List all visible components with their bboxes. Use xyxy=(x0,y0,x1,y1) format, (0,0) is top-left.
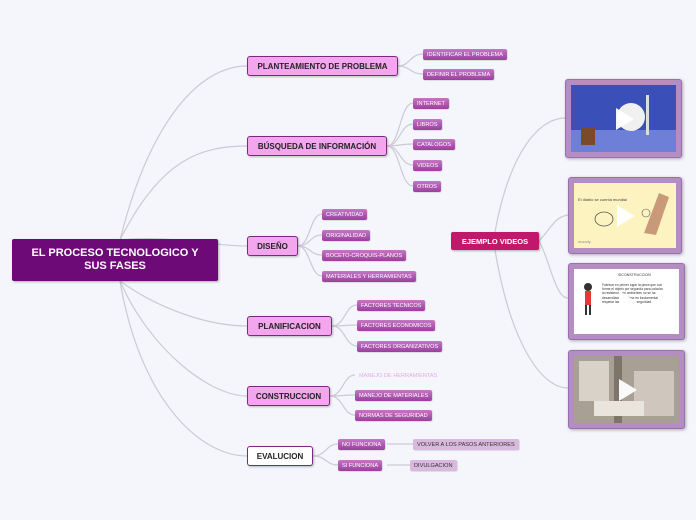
thumb2-brand: moovly xyxy=(578,239,591,244)
video-thumb-2[interactable]: El diablo se cuenta mundial moovly xyxy=(568,177,682,254)
sub-label: ORIGINALIDAD xyxy=(326,232,367,239)
branch-label: CONSTRUCCION xyxy=(255,391,322,401)
link-sub xyxy=(386,145,414,166)
branch-planificacion[interactable]: PLANIFICACION xyxy=(247,316,332,336)
sub-label: OTROS xyxy=(417,183,437,190)
sub-manejo-herramientas[interactable]: MANEJO DE HERRAMIENTAS xyxy=(355,370,441,381)
link-sub xyxy=(297,245,323,277)
branch-construccion[interactable]: CONSTRUCCION xyxy=(247,386,330,406)
branch-busqueda[interactable]: BÚSQUEDA DE INFORMACIÓN xyxy=(247,136,387,156)
brain-illustration xyxy=(594,193,669,235)
sub-factores-economicos[interactable]: FACTORES ECONOMICOS xyxy=(357,320,436,331)
sub-catalogos[interactable]: CATALOGOS xyxy=(413,139,455,150)
link-sub xyxy=(329,374,356,397)
link-video xyxy=(538,240,569,299)
sub-no-funciona[interactable]: NO FUNCIONA xyxy=(338,439,386,450)
play-icon xyxy=(617,204,635,227)
sub-boceto[interactable]: BOCETO-CROQUIS-PLANOS xyxy=(322,250,407,261)
sub-label: INTERNET xyxy=(417,100,445,107)
branch-evaluacion[interactable]: EVALUCION xyxy=(247,446,313,466)
link-video xyxy=(494,117,566,233)
video-thumb-1[interactable] xyxy=(565,79,682,158)
link-root-busqueda xyxy=(119,145,248,241)
branch-planteamiento[interactable]: PLANTEAMIENTO DE PROBLEMA xyxy=(247,56,398,76)
sub-libros[interactable]: LIBROS xyxy=(413,119,442,130)
sub-label: LIBROS xyxy=(417,121,438,128)
sub-label: FACTORES TECNICOS xyxy=(361,302,422,309)
link-sub xyxy=(386,102,414,147)
link-root-evaluacion xyxy=(119,280,248,457)
sub-label: DIVULGACION xyxy=(414,462,453,469)
link-sub xyxy=(297,213,323,247)
branch-diseno[interactable]: DISEÑO xyxy=(247,236,298,256)
link-sub xyxy=(331,304,358,327)
branch-label: PLANIFICACION xyxy=(258,321,321,331)
link-sub xyxy=(331,325,358,347)
sub-volver[interactable]: VOLVER A LOS PASOS ANTERIORES xyxy=(413,439,519,450)
play-icon xyxy=(615,107,634,130)
link-sub xyxy=(329,395,356,416)
sub-label: CATALOGOS xyxy=(417,141,451,148)
sub-originalidad[interactable]: ORIGINALIDAD xyxy=(322,230,371,241)
sub-si-funciona[interactable]: SI FUNCIONA xyxy=(338,460,383,471)
sub-materiales[interactable]: MATERIALES Y HERRAMIENTAS xyxy=(322,271,416,282)
root-topic[interactable]: EL PROCESO TECNOLOGICO Y SUS FASES xyxy=(12,239,218,281)
branch-label: BÚSQUEDA DE INFORMACIÓN xyxy=(257,141,377,151)
root-title-line2: SUS FASES xyxy=(84,260,146,272)
link-sub xyxy=(397,65,424,75)
sub-label: SI FUNCIONA xyxy=(342,462,379,469)
sub-label: MANEJO DE MATERIALES xyxy=(359,392,429,399)
sub-otros[interactable]: OTROS xyxy=(413,181,441,192)
sub-creatividad[interactable]: CREATIVIDAD xyxy=(322,209,368,220)
sub-divulgacion[interactable]: DIVULGACION xyxy=(410,460,457,471)
sub-label: MANEJO DE HERRAMIENTAS xyxy=(359,372,438,379)
video-thumb-3[interactable]: SICONSTRUCCION Fabricar en primer lugar … xyxy=(568,263,685,340)
play-icon xyxy=(618,378,637,401)
link-sub xyxy=(386,145,414,187)
sub-label: NO FUNCIONA xyxy=(342,441,382,448)
sub-factores-tecnicos[interactable]: FACTORES TECNICOS xyxy=(357,300,426,311)
sub-label: IDENTIFICAR EL PROBLEMA xyxy=(427,51,503,58)
sub-label: MATERIALES Y HERRAMIENTAS xyxy=(326,273,412,280)
sub-label: CREATIVIDAD xyxy=(326,211,364,218)
link-sub xyxy=(397,53,424,67)
link-video xyxy=(494,249,569,389)
thumb2-caption: El diablo se cuenta mundial xyxy=(578,197,627,202)
sub-videos[interactable]: VIDEOS xyxy=(413,160,443,171)
sub-definir[interactable]: DEFINIR EL PROBLEMA xyxy=(423,69,495,80)
link-root-planificacion xyxy=(119,280,248,327)
sub-label: DEFINIR EL PROBLEMA xyxy=(427,71,491,78)
video-thumb-4[interactable] xyxy=(568,350,685,429)
videos-topic[interactable]: EJEMPLO VIDEOS xyxy=(451,232,539,250)
sub-label: NORMAS DE SEGURIDAD xyxy=(359,412,428,419)
videos-label: EJEMPLO VIDEOS xyxy=(461,236,529,246)
sub-manejo-materiales[interactable]: MANEJO DE MATERIALES xyxy=(355,390,433,401)
sub-identificar[interactable]: IDENTIFICAR EL PROBLEMA xyxy=(423,49,507,60)
person-illustration xyxy=(584,283,592,315)
play-icon xyxy=(618,290,637,313)
thumb3-title: SICONSTRUCCION xyxy=(618,273,651,277)
branch-label: EVALUCION xyxy=(256,451,304,461)
link-root-planteamiento xyxy=(119,65,248,241)
link-root-construccion xyxy=(119,280,248,397)
link-sub xyxy=(312,443,339,457)
branch-label: PLANTEAMIENTO DE PROBLEMA xyxy=(257,61,388,71)
sub-normas-seguridad[interactable]: NORMAS DE SEGURIDAD xyxy=(355,410,432,421)
root-title-line1: EL PROCESO TECNOLOGICO Y xyxy=(31,247,199,259)
sub-factores-organizativos[interactable]: FACTORES ORGANIZATIVOS xyxy=(357,341,443,352)
link-sub xyxy=(386,123,414,147)
sub-label: FACTORES ORGANIZATIVOS xyxy=(361,343,439,350)
sub-label: VOLVER A LOS PASOS ANTERIORES xyxy=(417,441,515,448)
sub-label: BOCETO-CROQUIS-PLANOS xyxy=(326,252,403,259)
link-video xyxy=(538,214,571,242)
link-sub xyxy=(312,455,339,466)
sub-internet[interactable]: INTERNET xyxy=(413,98,449,109)
sub-label: FACTORES ECONOMICOS xyxy=(361,322,432,329)
branch-label: DISEÑO xyxy=(257,241,288,251)
sub-label: VIDEOS xyxy=(417,162,439,169)
